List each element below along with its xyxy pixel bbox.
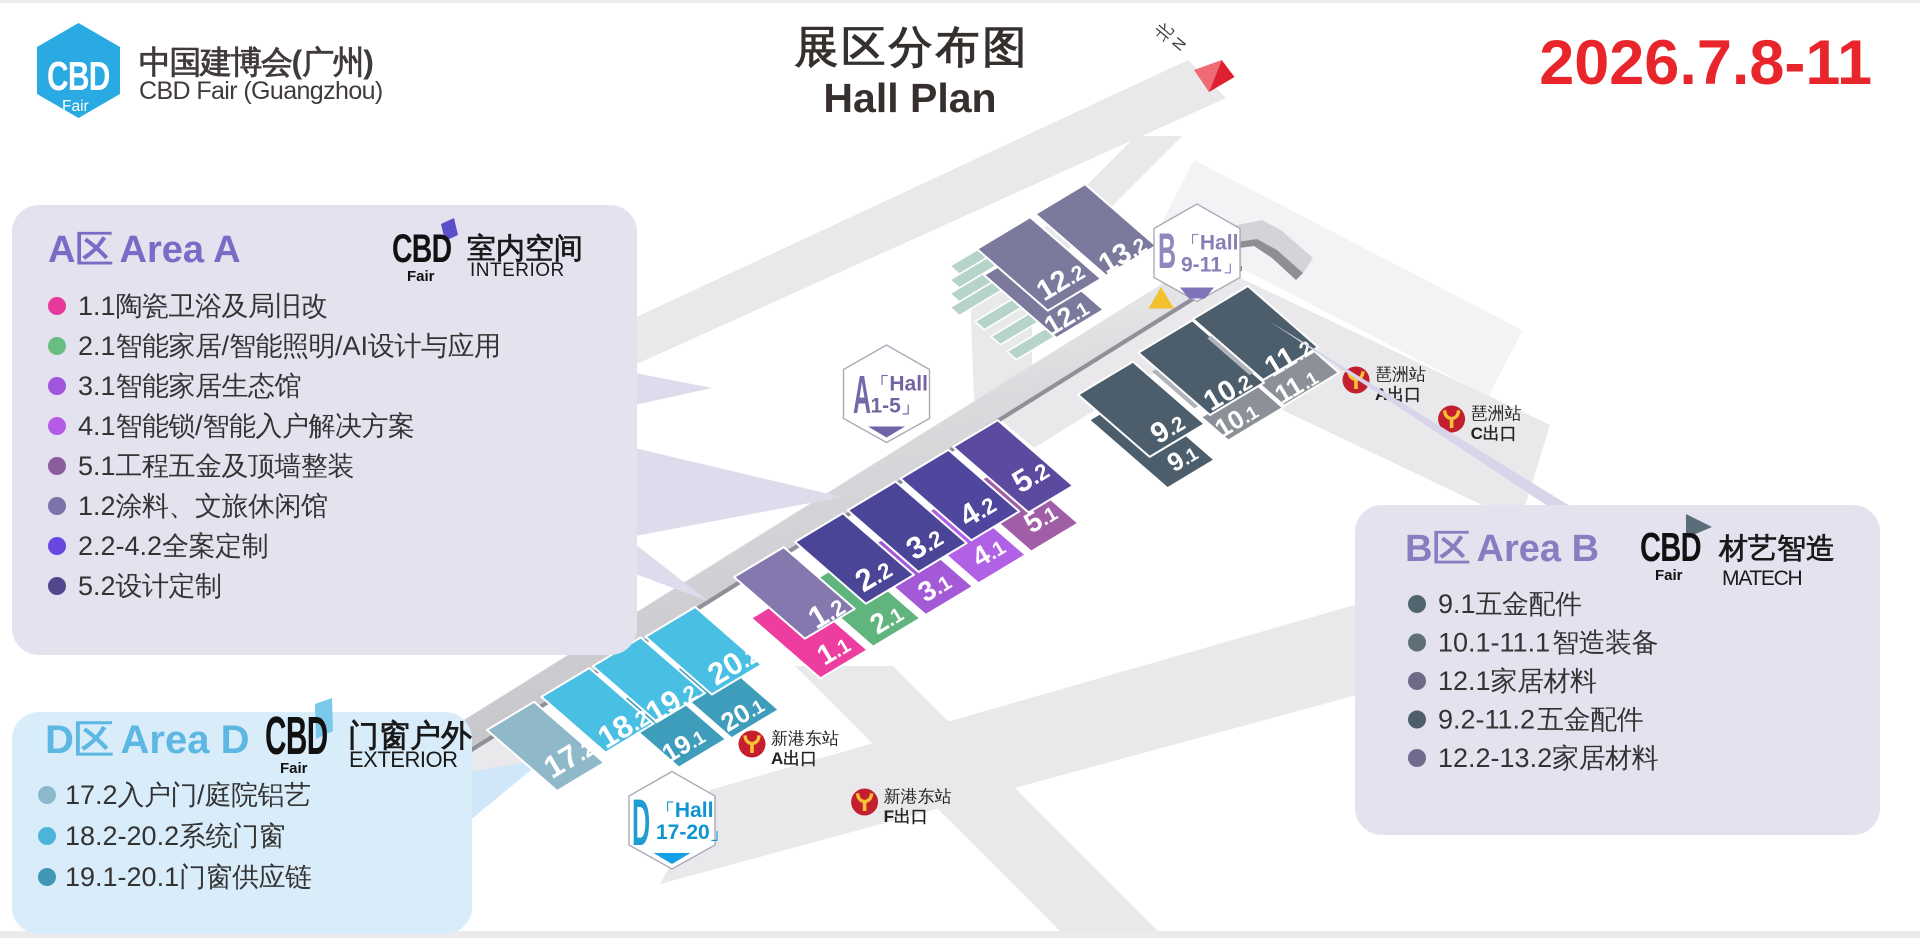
svg-text:3.1: 3.1 [78, 371, 116, 401]
svg-text:Fair: Fair [62, 98, 89, 115]
svg-text:/AI: /AI [335, 331, 368, 361]
svg-text:D: D [45, 718, 74, 762]
svg-text:17-20: 17-20 [656, 821, 710, 844]
svg-text:CBD: CBD [392, 227, 451, 271]
svg-text:Fair: Fair [280, 760, 308, 777]
svg-text:CBD: CBD [47, 53, 110, 99]
svg-text:EXTERIOR: EXTERIOR [349, 747, 457, 772]
svg-text:1.2: 1.2 [78, 491, 116, 521]
svg-text:Area D: Area D [111, 718, 250, 762]
svg-text:CBD: CBD [1640, 524, 1701, 570]
svg-text:MATECH: MATECH [1722, 567, 1801, 590]
svg-text:5.2: 5.2 [78, 571, 116, 601]
svg-text:2026.7.8-11: 2026.7.8-11 [1539, 28, 1872, 98]
svg-text:INTERIOR: INTERIOR [470, 260, 565, 281]
svg-text:Hall: Hall [1200, 232, 1239, 255]
svg-text:2.2-4.2: 2.2-4.2 [78, 531, 162, 561]
svg-text:CBD Fair (Guangzhou): CBD Fair (Guangzhou) [139, 77, 383, 105]
svg-text:/: / [197, 780, 205, 810]
svg-text:9-11: 9-11 [1181, 254, 1222, 277]
svg-text:Fair: Fair [1655, 567, 1683, 584]
svg-text:D: D [632, 786, 650, 860]
svg-text:(: ( [292, 44, 303, 80]
svg-text:Hall: Hall [675, 799, 714, 822]
svg-text:17.2: 17.2 [65, 780, 118, 810]
svg-text:B: B [1405, 528, 1432, 570]
svg-text:1-5: 1-5 [871, 395, 902, 418]
svg-text:A: A [48, 229, 75, 271]
svg-text:12.1: 12.1 [1438, 666, 1491, 696]
svg-text:9.2-11.2: 9.2-11.2 [1438, 705, 1535, 735]
svg-text:19.1-20.1: 19.1-20.1 [65, 862, 179, 892]
svg-text:12.2-13.2: 12.2-13.2 [1438, 743, 1552, 773]
svg-text:B: B [1158, 224, 1176, 280]
svg-text:): ) [363, 44, 374, 80]
svg-text:F: F [884, 807, 894, 826]
svg-text:CBD: CBD [265, 707, 328, 766]
svg-text:1.1: 1.1 [78, 291, 116, 321]
svg-text:Fair: Fair [407, 268, 435, 285]
svg-text:18.2-20.2: 18.2-20.2 [65, 821, 179, 851]
svg-text:Hall Plan: Hall Plan [823, 75, 996, 121]
svg-text:/: / [222, 331, 230, 361]
svg-text:2.1: 2.1 [78, 331, 116, 361]
svg-text:/: / [195, 411, 203, 441]
svg-text:Area A: Area A [110, 229, 240, 271]
svg-text:Hall: Hall [889, 373, 928, 396]
svg-text:9.1: 9.1 [1438, 589, 1476, 619]
svg-text:4.1: 4.1 [78, 411, 116, 441]
svg-text:5.1: 5.1 [78, 451, 116, 481]
svg-text:C: C [1471, 424, 1483, 443]
svg-text:A: A [771, 749, 783, 768]
svg-text:Area B: Area B [1467, 528, 1599, 570]
svg-text:A: A [853, 364, 871, 424]
svg-text:10.1-11.1: 10.1-11.1 [1438, 628, 1550, 658]
